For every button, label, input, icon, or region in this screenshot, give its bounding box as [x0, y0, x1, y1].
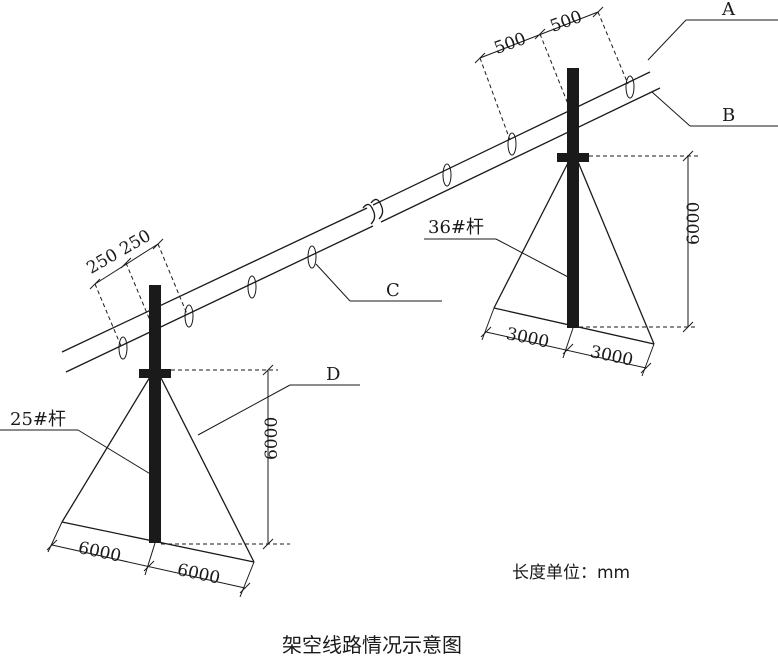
label-pole-25: 25#杆 [10, 409, 66, 430]
extension-line [597, 11, 629, 85]
label-c: C [386, 280, 400, 301]
tick [682, 150, 694, 162]
unit-note: 长度单位：mm [512, 563, 630, 583]
pole-36-shaft [567, 68, 579, 328]
extension-line [539, 33, 569, 105]
conductor-upper-right [372, 71, 651, 206]
hanger-loops [118, 75, 635, 360]
dimension-line [485, 331, 647, 369]
tick [152, 238, 164, 250]
pole-25-ground-line [61, 521, 255, 563]
height-dimension-left: 6000 [161, 364, 290, 550]
conductors [61, 71, 661, 373]
pole-25-guy-left [61, 371, 154, 523]
base-dimension-left: 6000 6000 [46, 521, 255, 598]
extension-line [239, 561, 255, 598]
tick [474, 52, 486, 64]
dim-height-right: 6000 [684, 202, 704, 245]
dim-base-right-b: 3000 [588, 342, 634, 371]
height-dimension-right: 6000 [579, 150, 704, 333]
hanger-loop [247, 275, 257, 299]
extension-line [144, 542, 156, 576]
label-b: B [722, 105, 735, 126]
break-symbol-upper [362, 203, 376, 225]
dim-base-right-a: 3000 [504, 324, 550, 353]
pole-36 [493, 68, 655, 345]
tick [262, 364, 274, 376]
pole-25-crossarm [139, 369, 171, 378]
label-d: D [326, 364, 340, 385]
dim-height-left: 6000 [262, 417, 282, 460]
tick [640, 362, 652, 374]
dim-250-b: 250 [116, 226, 154, 260]
tick [46, 539, 58, 551]
dimension-line [94, 243, 159, 285]
label-a: A [721, 0, 736, 20]
dim-base-left-b: 6000 [175, 560, 221, 589]
tick [682, 321, 694, 333]
extension-line [157, 243, 188, 315]
hanger-loop [625, 75, 635, 99]
pole-36-ground-line [493, 307, 655, 345]
tick [592, 6, 604, 18]
dim-500-a: 500 [492, 29, 529, 59]
hanger-loop [307, 245, 317, 269]
spacing-dimension-right: 500 500 [474, 6, 629, 141]
leader-d [197, 384, 291, 436]
conductor-upper-left [61, 207, 368, 353]
leader-pole-25 [77, 429, 153, 476]
extension-line [479, 57, 511, 141]
hanger-loop [507, 132, 517, 156]
break-symbol-lower [370, 198, 384, 220]
tick [480, 326, 492, 338]
pole-36-guy-right [575, 156, 655, 345]
hanger-loop [184, 304, 194, 328]
pole-36-guy-left [493, 156, 572, 309]
dim-base-left-a: 6000 [76, 538, 122, 567]
extension-line [94, 283, 122, 347]
leader-b [651, 91, 691, 127]
extension-line [125, 262, 155, 331]
tick [239, 582, 251, 594]
tick [262, 538, 274, 550]
extension-line [562, 327, 574, 359]
tick [534, 28, 546, 40]
hanger-loop [118, 336, 128, 360]
conductor-lower-right [380, 87, 661, 223]
label-pole-36: 36#杆 [428, 217, 484, 238]
leader-a [647, 19, 687, 61]
dim-500-b: 500 [548, 7, 585, 37]
extension-line [481, 307, 495, 341]
spacing-dimension-left: 250 250 [83, 226, 188, 347]
tick [120, 257, 132, 269]
pole-36-crossarm [557, 153, 589, 162]
pole-25 [61, 285, 255, 563]
tick [89, 278, 101, 290]
leader-pole-36 [495, 238, 571, 279]
tick [562, 343, 574, 355]
leaders: A B C D 25#杆 36#杆 [0, 0, 778, 476]
conductor-lower-left [65, 225, 374, 373]
dim-250-a: 250 [83, 245, 121, 279]
leader-c [315, 263, 351, 302]
extension-line [641, 343, 655, 377]
diagram-caption: 架空线路情况示意图 [282, 633, 462, 657]
pole-25-shaft [149, 285, 161, 543]
pole-25-guy-right [157, 371, 255, 563]
tick [143, 560, 155, 572]
hanger-loop [442, 163, 452, 187]
